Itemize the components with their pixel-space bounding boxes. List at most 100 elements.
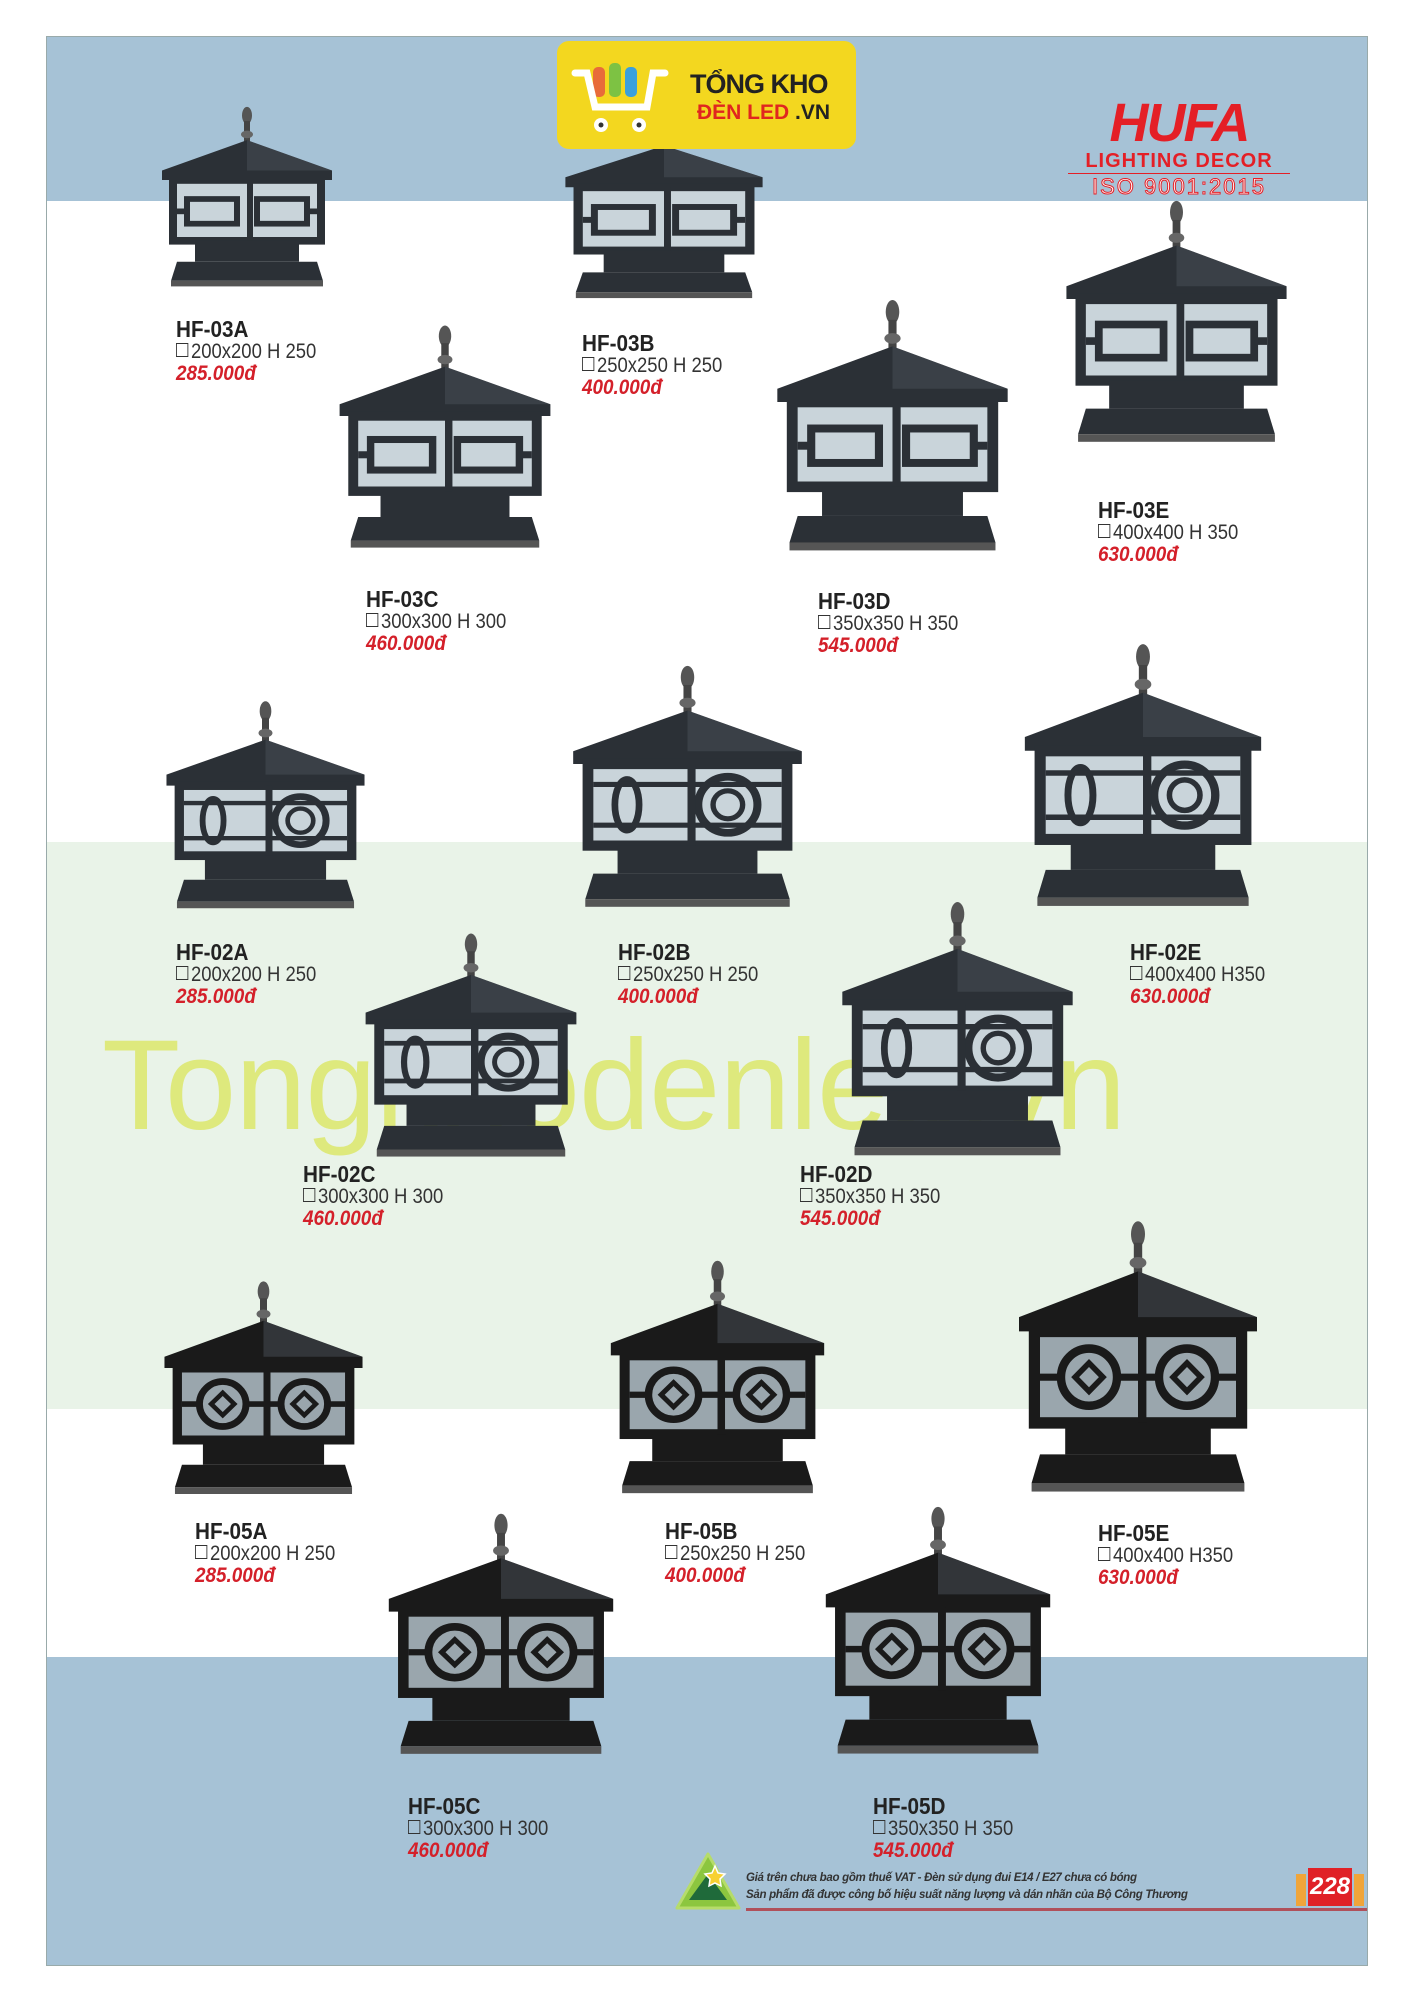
product-code: HF-02C xyxy=(303,1161,376,1187)
product-price: 400.000đ xyxy=(618,985,698,1009)
product-size-value: 250x250 H 250 xyxy=(632,963,759,987)
product-code: HF-02A xyxy=(176,939,249,965)
product-code: HF-03E xyxy=(1098,497,1170,523)
square-icon xyxy=(176,343,189,358)
page-decoration xyxy=(1354,1874,1364,1906)
square-icon xyxy=(818,615,831,630)
product-size-value: 200x200 H 250 xyxy=(190,963,317,987)
product-label: HF-05C 300x300 H 300 460.000đ xyxy=(408,1794,567,1862)
product-size-value: 200x200 H 250 xyxy=(209,1542,336,1566)
product-size: 350x350 H 350 xyxy=(818,613,958,635)
product-label: HF-02A 200x200 H 250 285.000đ xyxy=(176,940,335,1008)
square-icon xyxy=(800,1188,813,1203)
brand-line1: TỔNG KHO xyxy=(690,69,828,99)
square-icon xyxy=(1130,966,1143,981)
brand-line2-domain: .VN xyxy=(795,101,831,124)
product-code: HF-03C xyxy=(366,586,439,612)
footer-divider xyxy=(746,1908,1367,1911)
product-size-value: 300x300 H 300 xyxy=(422,1817,549,1841)
square-icon xyxy=(176,966,189,981)
lamp-image-hf-03d xyxy=(757,296,1028,561)
lamp-image-hf-02c xyxy=(347,930,595,1166)
product-price: 545.000đ xyxy=(800,1207,880,1231)
lamp-image-hf-05b xyxy=(592,1257,843,1503)
square-icon xyxy=(618,966,631,981)
brand-line2: ĐÈN LED .VN xyxy=(697,101,830,125)
product-price: 400.000đ xyxy=(582,376,662,400)
product-size-value: 400x400 H350 xyxy=(1144,963,1266,987)
product-price: 545.000đ xyxy=(873,1839,953,1863)
hufa-cert: ISO 9001:2015 xyxy=(1091,174,1266,200)
hufa-tagline: LIGHTING DECOR xyxy=(1068,150,1290,174)
hufa-name: HUFA xyxy=(1109,93,1251,153)
footer-note-vat: Giá trên chưa bao gồm thuế VAT - Đèn sử … xyxy=(746,1872,1137,1884)
product-price: 460.000đ xyxy=(366,632,446,656)
product-label: HF-05A 200x200 H 250 285.000đ xyxy=(195,1519,354,1587)
product-code: HF-03A xyxy=(176,316,249,342)
product-code: HF-02B xyxy=(618,939,691,965)
product-code: HF-02D xyxy=(800,1161,873,1187)
product-code: HF-05D xyxy=(873,1793,946,1819)
product-size-value: 350x350 H 350 xyxy=(887,1817,1014,1841)
product-code: HF-02E xyxy=(1130,939,1202,965)
bottom-band xyxy=(47,1657,1367,1965)
product-label: HF-02C 300x300 H 300 460.000đ xyxy=(303,1162,462,1230)
product-price: 285.000đ xyxy=(195,1564,275,1588)
square-icon xyxy=(303,1188,316,1203)
product-label: HF-02E 400x400 H350 630.000đ xyxy=(1130,940,1284,1008)
product-price: 630.000đ xyxy=(1098,543,1178,567)
square-icon xyxy=(195,1545,208,1560)
product-size-value: 400x400 H350 xyxy=(1112,1544,1234,1568)
product-label: HF-03A 200x200 H 250 285.000đ xyxy=(176,317,335,385)
square-icon xyxy=(408,1820,421,1835)
product-size: 350x350 H 350 xyxy=(873,1818,1013,1840)
product-code: HF-05A xyxy=(195,1518,268,1544)
product-size: 400x400 H350 xyxy=(1098,1545,1233,1567)
energy-label-icon xyxy=(675,1852,741,1910)
product-price: 460.000đ xyxy=(408,1839,488,1863)
product-size: 300x300 H 300 xyxy=(366,611,506,633)
lamp-image-hf-03e xyxy=(1047,197,1306,452)
product-code: HF-05B xyxy=(665,1518,738,1544)
product-size-value: 250x250 H 250 xyxy=(679,1542,806,1566)
product-size-value: 350x350 H 350 xyxy=(832,612,959,636)
shopping-cart-icon xyxy=(571,63,669,132)
square-icon xyxy=(1098,524,1111,539)
product-size: 200x200 H 250 xyxy=(195,1543,335,1565)
product-label: HF-05D 350x350 H 350 545.000đ xyxy=(873,1794,1032,1862)
lamp-image-hf-03a xyxy=(147,104,347,294)
product-price: 630.000đ xyxy=(1098,1566,1178,1590)
square-icon xyxy=(366,613,379,628)
product-size: 200x200 H 250 xyxy=(176,341,316,363)
product-code: HF-05E xyxy=(1098,1520,1170,1546)
product-size: 200x200 H 250 xyxy=(176,964,316,986)
lamp-image-hf-02e xyxy=(1004,640,1282,917)
hufa-logo: HUFA LIGHTING DECOR ISO 9001:2015 xyxy=(1068,96,1290,200)
product-code: HF-03B xyxy=(582,330,655,356)
page-decoration xyxy=(1296,1874,1306,1906)
product-code: HF-03D xyxy=(818,588,891,614)
product-size-value: 400x400 H 350 xyxy=(1112,521,1239,545)
lamp-image-hf-02a xyxy=(149,698,382,917)
product-label: HF-05E 400x400 H350 630.000đ xyxy=(1098,1521,1252,1589)
product-size-value: 200x200 H 250 xyxy=(190,340,317,364)
product-label: HF-02B 250x250 H 250 400.000đ xyxy=(618,940,777,1008)
product-price: 400.000đ xyxy=(665,1564,745,1588)
product-size: 400x400 H350 xyxy=(1130,964,1265,986)
product-size: 350x350 H 350 xyxy=(800,1186,940,1208)
product-size: 250x250 H 250 xyxy=(665,1543,805,1565)
product-label: HF-03B 250x250 H 250 400.000đ xyxy=(582,331,741,399)
tongkho-logo[interactable]: TỔNG KHO ĐÈN LED .VN xyxy=(557,41,856,149)
product-size-value: 250x250 H 250 xyxy=(596,354,723,378)
product-price: 460.000đ xyxy=(303,1207,383,1231)
lamp-image-hf-05d xyxy=(806,1503,1070,1764)
product-label: HF-02D 350x350 H 350 545.000đ xyxy=(800,1162,959,1230)
lamp-image-hf-02d xyxy=(822,898,1093,1166)
page-number: 228 xyxy=(1308,1868,1352,1906)
lamp-image-hf-05c xyxy=(369,1510,633,1764)
product-size-value: 300x300 H 300 xyxy=(317,1185,444,1209)
product-size: 250x250 H 250 xyxy=(582,355,722,377)
product-price: 285.000đ xyxy=(176,362,256,386)
footer-notes: Giá trên chưa bao gồm thuế VAT - Đèn sử … xyxy=(746,1870,1188,1904)
product-size-value: 300x300 H 300 xyxy=(380,610,507,634)
